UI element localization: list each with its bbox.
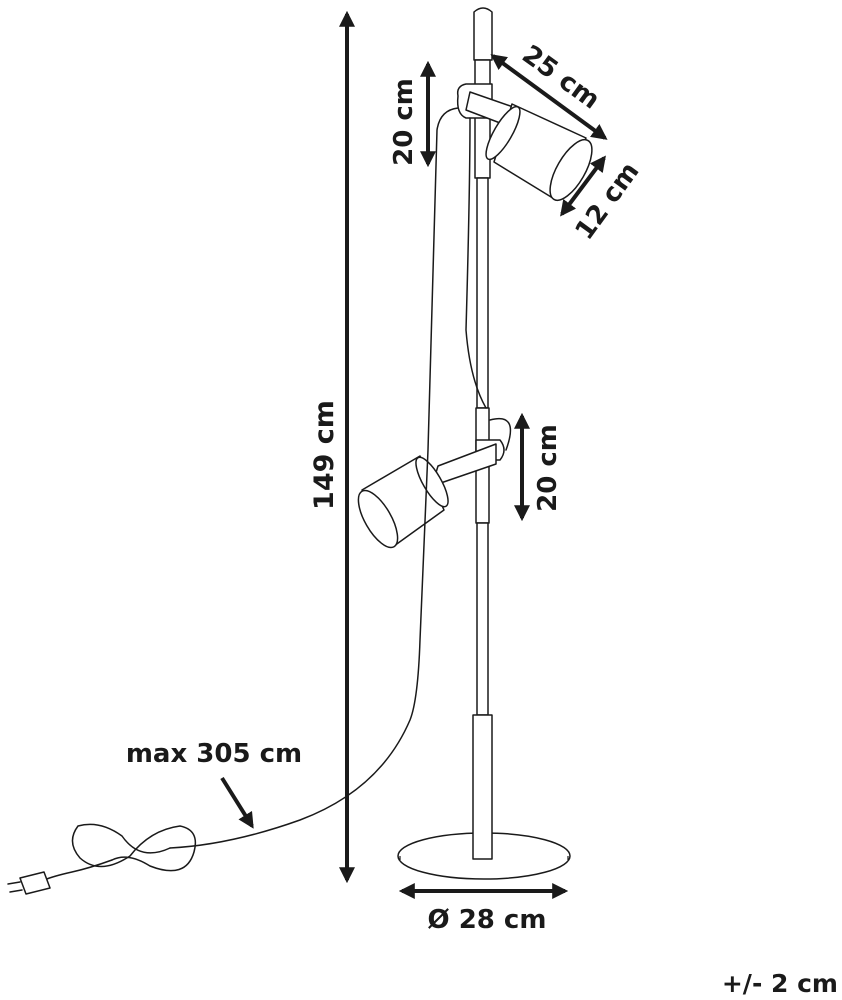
cable-pointer-arrow [220, 776, 254, 829]
power-cable [7, 107, 512, 895]
base-diameter-label: Ø 28 cm [428, 905, 547, 935]
lower-offset-label: 20 cm [533, 424, 563, 512]
total-height-label: 149 cm [309, 400, 340, 510]
lamp-pole [472, 7, 493, 860]
upper-offset-label: 20 cm [389, 78, 419, 166]
lower-spotlight [357, 439, 505, 549]
shade-diameter-arrow [560, 155, 606, 217]
shade-length-arrow [490, 54, 608, 140]
cable-length-label: max 305 cm [126, 739, 302, 769]
tolerance-note: +/- 2 cm [722, 969, 838, 998]
